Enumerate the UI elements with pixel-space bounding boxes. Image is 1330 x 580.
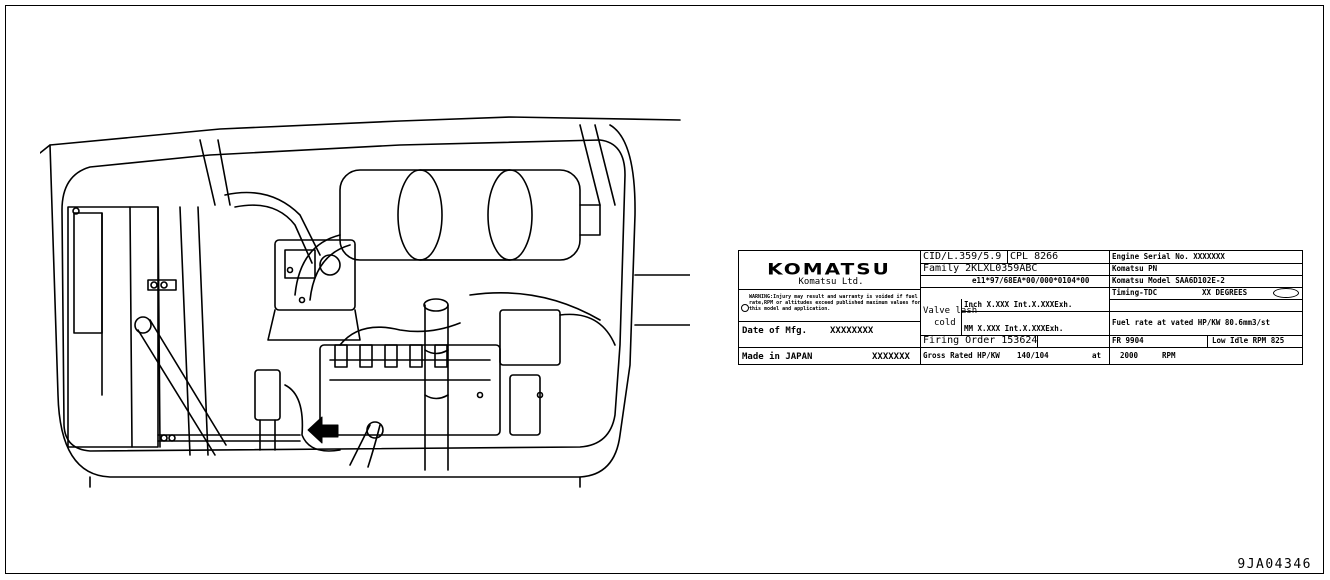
valve-lash-inch: Inch X.XXX Int.X.XXXExh. bbox=[964, 300, 1073, 309]
komatsu-model: Komatsu Model SAA6D102E-2 bbox=[1112, 276, 1225, 285]
engine-compartment-drawing bbox=[40, 116, 690, 488]
timing-value: XX DEGREES bbox=[1202, 288, 1248, 297]
body-outline bbox=[49, 124, 636, 478]
cid-value: CID/L.359/5.9 bbox=[923, 251, 1002, 262]
fr-value: FR 9904 bbox=[1112, 336, 1144, 345]
timing-label: Timing-TDC bbox=[1112, 288, 1158, 297]
low-idle-rpm: Low Idle RPM 825 bbox=[1212, 336, 1285, 345]
gross-rated-value: 140/104 bbox=[1017, 351, 1049, 360]
engine-serial: Engine Serial No. XXXXXXX bbox=[1112, 252, 1225, 261]
pointer-arrow-icon bbox=[307, 416, 339, 444]
certification-value: e11*97/68EA*00/000*0104*00 bbox=[972, 276, 1090, 285]
made-in-label: Made in JAPAN bbox=[742, 352, 813, 362]
rated-rpm-unit: RPM bbox=[1162, 351, 1176, 360]
valve-lash-mm: MM X.XXX Int.X.XXXExh. bbox=[964, 324, 1064, 333]
valve-lash-label: Valve lash bbox=[923, 306, 978, 316]
valve-lash-cold-label: cold bbox=[934, 318, 956, 328]
radiator-panel bbox=[67, 206, 159, 448]
date-of-mfg-value: XXXXXXXX bbox=[830, 326, 874, 336]
komatsu-pn: Komatsu PN bbox=[1112, 264, 1158, 273]
figure-code: 9JA04346 bbox=[1237, 557, 1312, 572]
gross-rated-label: Gross Rated HP/KW bbox=[923, 351, 1000, 360]
warning-dot-icon bbox=[741, 304, 749, 312]
date-of-mfg-label: Date of Mfg. bbox=[742, 326, 808, 336]
figure-border bbox=[5, 5, 1324, 574]
family-value: Family 2KLXL0359ABC bbox=[923, 263, 1038, 274]
air-cleaner bbox=[339, 169, 581, 261]
warning-text: WARNING:Injury may result and warranty i… bbox=[749, 294, 921, 312]
firing-order: Firing Order 153624 bbox=[923, 335, 1038, 346]
fuel-filter bbox=[254, 369, 281, 421]
cpl-value: CPL 8266 bbox=[1010, 251, 1059, 262]
timing-mark-icon bbox=[1273, 288, 1299, 298]
brand-logo: KOMATSU bbox=[767, 259, 891, 279]
intake-pipe bbox=[424, 304, 449, 471]
made-in-value: XXXXXXX bbox=[872, 352, 910, 362]
engine-nameplate: KOMATSU Komatsu Ltd. WARNING:Injury may … bbox=[738, 250, 1303, 365]
hood-outline bbox=[40, 116, 681, 154]
fuel-injection-pump bbox=[274, 239, 356, 311]
fuel-rate: Fuel rate at vated HP/KW 80.6mm3/st bbox=[1112, 318, 1271, 327]
gross-rated-at: at bbox=[1092, 351, 1102, 360]
company-name: Komatsu Ltd. bbox=[798, 277, 864, 287]
rated-rpm-value: 2000 bbox=[1120, 351, 1139, 360]
